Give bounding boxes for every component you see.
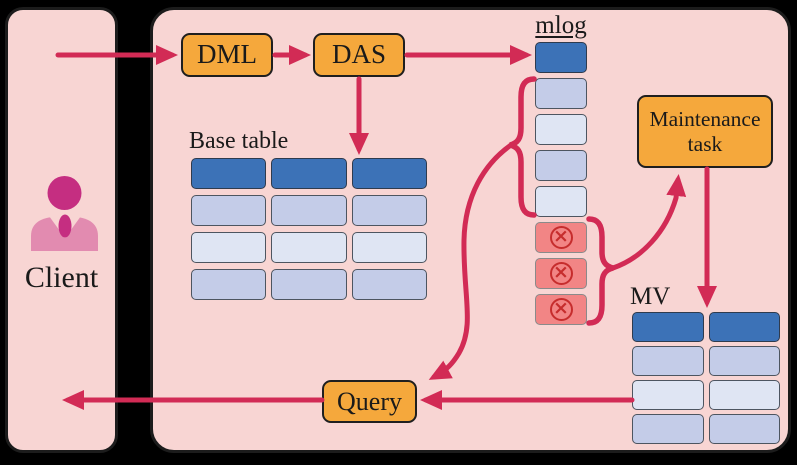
table-header-cell bbox=[535, 42, 587, 73]
mv-table bbox=[632, 312, 780, 444]
table-row-cell bbox=[632, 414, 704, 444]
mlog-invalid-cell: × bbox=[535, 222, 587, 253]
table-header-cell bbox=[191, 158, 267, 189]
table-row-cell bbox=[271, 232, 347, 263]
table-row-cell bbox=[708, 346, 780, 376]
table-row-cell bbox=[191, 232, 267, 263]
crossed-circle-icon: × bbox=[549, 226, 573, 249]
table-row-cell bbox=[271, 269, 347, 300]
mlog-invalid-cell: × bbox=[535, 294, 587, 325]
table-row-cell bbox=[535, 150, 587, 181]
table-row-cell bbox=[271, 195, 347, 226]
table-row-cell bbox=[351, 232, 427, 263]
mlog-title: mlog bbox=[535, 12, 587, 39]
table-row-cell bbox=[708, 414, 780, 444]
table-row-cell bbox=[191, 195, 267, 226]
mlog-invalid-cell: × bbox=[535, 258, 587, 289]
table-row-cell bbox=[351, 195, 427, 226]
table-row-cell bbox=[351, 269, 427, 300]
table-row-cell bbox=[632, 346, 704, 376]
maintenance-task-box: Maintenance task bbox=[637, 95, 773, 168]
table-header-cell bbox=[708, 312, 780, 342]
table-header-cell bbox=[632, 312, 704, 342]
dml-box: DML bbox=[181, 33, 273, 77]
table-row-cell bbox=[535, 114, 587, 145]
query-box: Query bbox=[322, 380, 417, 423]
client-label: Client bbox=[24, 261, 99, 294]
table-row-cell bbox=[708, 380, 780, 410]
table-row-cell bbox=[632, 380, 704, 410]
table-header-cell bbox=[351, 158, 427, 189]
das-box: DAS bbox=[313, 33, 405, 77]
table-header-cell bbox=[271, 158, 347, 189]
table-row-cell bbox=[191, 269, 267, 300]
mv-title: MV bbox=[630, 283, 671, 310]
mlog-table: × × × bbox=[535, 42, 587, 325]
crossed-circle-icon: × bbox=[549, 262, 573, 285]
base-table bbox=[191, 158, 427, 300]
crossed-circle-icon: × bbox=[549, 298, 573, 321]
base-table-title: Base table bbox=[189, 128, 289, 154]
table-row-cell bbox=[535, 186, 587, 217]
table-row-cell bbox=[535, 78, 587, 109]
person-icon bbox=[31, 176, 98, 251]
client-panel: Client bbox=[5, 7, 118, 453]
